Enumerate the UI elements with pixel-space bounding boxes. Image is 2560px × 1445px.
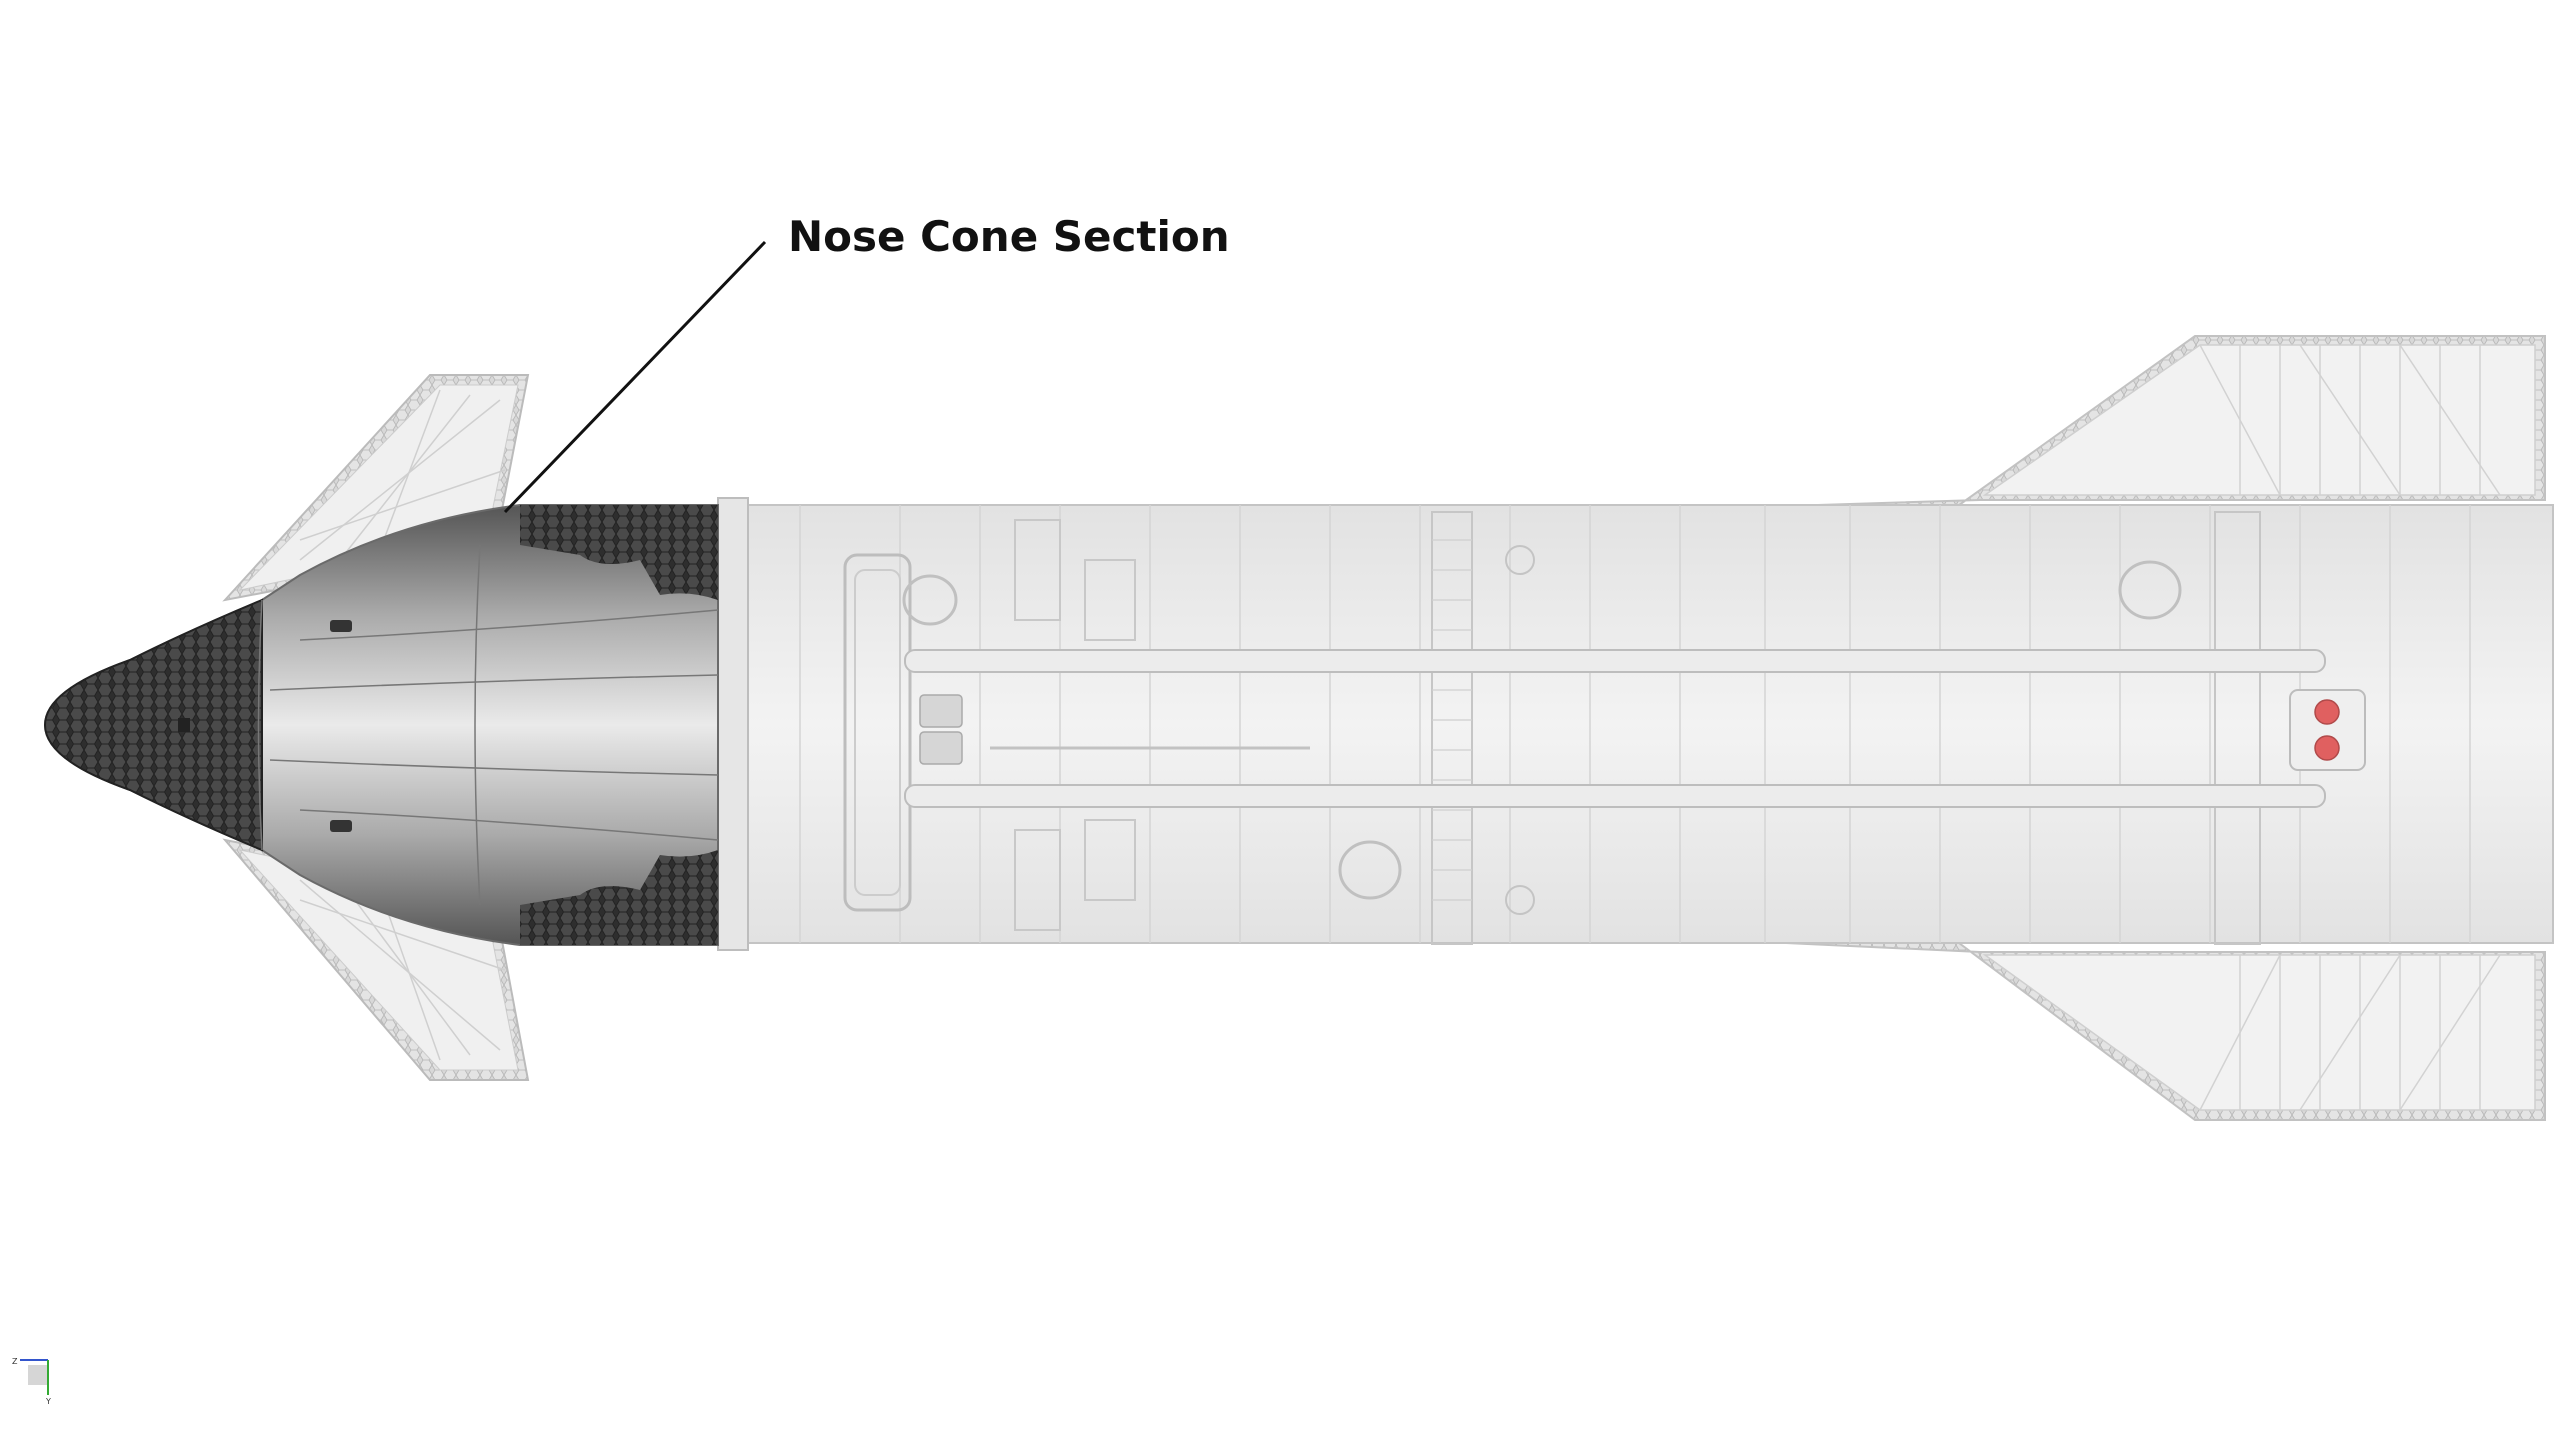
forward-flap-bottom bbox=[222, 838, 530, 1081]
callout-leader-line bbox=[503, 240, 767, 514]
aft-fin-top bbox=[1719, 335, 2546, 509]
forward-flap-top bbox=[222, 374, 530, 602]
main-hull bbox=[717, 497, 2554, 951]
axis-label-y: Y bbox=[45, 1397, 51, 1406]
callout-label: Nose Cone Section bbox=[788, 212, 1230, 261]
axis-label-z: Z bbox=[12, 1357, 18, 1366]
axis-triad-icon: Z Y bbox=[12, 1357, 51, 1406]
aft-fin-bottom bbox=[1719, 939, 2546, 1121]
nose-cone bbox=[43, 504, 719, 946]
vent-ports bbox=[2289, 689, 2366, 771]
